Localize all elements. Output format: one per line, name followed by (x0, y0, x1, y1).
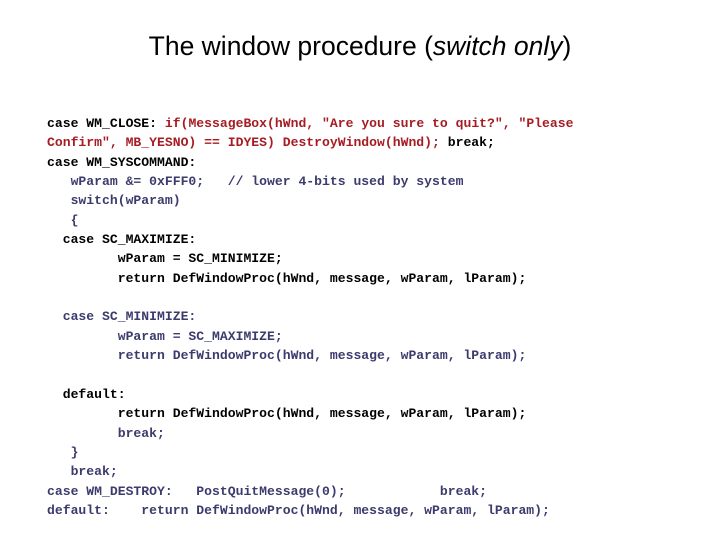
code-line: switch(wParam) (47, 191, 711, 210)
code-span: default: (47, 386, 126, 402)
code-span: { (47, 212, 79, 228)
code-line: return DefWindowProc(hWnd, message, wPar… (47, 404, 711, 423)
code-line: case WM_CLOSE: if(MessageBox(hWnd, "Are … (47, 114, 711, 133)
code-span: default: return DefWindowProc(hWnd, mess… (47, 502, 550, 518)
code-line: case WM_DESTROY: PostQuitMessage(0); bre… (47, 482, 711, 501)
code-line: default: (47, 385, 711, 404)
page-title: The window procedure (switch only) (0, 31, 720, 62)
code-span: case WM_CLOSE: (47, 116, 165, 131)
code-span: case SC_MINIMIZE: (47, 309, 197, 325)
code-span: break; (47, 464, 118, 480)
code-span: return DefWindowProc(hWnd, message, wPar… (47, 348, 527, 364)
code-span: case WM_DESTROY: PostQuitMessage(0); bre… (47, 483, 488, 499)
code-span: wParam = SC_MAXIMIZE; (47, 328, 283, 344)
code-span: case WM_SYSCOMMAND: (47, 154, 197, 170)
code-span: Confirm", MB_YESNO) == IDYES) DestroyWin… (47, 135, 448, 151)
code-line: } (47, 443, 711, 462)
page-title-suffix: ) (562, 31, 572, 61)
code-span: switch(wParam) (47, 193, 181, 209)
code-line: Confirm", MB_YESNO) == IDYES) DestroyWin… (47, 133, 711, 152)
code-line (47, 288, 711, 307)
code-line: wParam = SC_MAXIMIZE; (47, 327, 711, 346)
code-span: wParam &= 0xFFF0; // lower 4-bits used b… (47, 174, 464, 190)
page-title-italic: switch only (432, 31, 563, 61)
page-title-prefix: The window procedure ( (148, 31, 433, 61)
code-span: break; (47, 425, 165, 441)
code-line: { (47, 211, 711, 230)
code-line: return DefWindowProc(hWnd, message, wPar… (47, 346, 711, 365)
code-line (47, 365, 711, 384)
code-span: case SC_MAXIMIZE: (47, 232, 197, 248)
code-line: wParam = SC_MINIMIZE; (47, 249, 711, 268)
code-block: case WM_CLOSE: if(MessageBox(hWnd, "Are … (47, 114, 711, 520)
code-line: break; (47, 462, 711, 481)
code-span: break; (447, 135, 495, 151)
code-span: return DefWindowProc(hWnd, message, wPar… (47, 270, 527, 286)
code-line: wParam &= 0xFFF0; // lower 4-bits used b… (47, 172, 711, 191)
code-line: default: return DefWindowProc(hWnd, mess… (47, 501, 711, 520)
code-line: case SC_MINIMIZE: (47, 307, 711, 326)
code-line: break; (47, 424, 711, 443)
code-span: } (47, 444, 79, 460)
code-span: return DefWindowProc(hWnd, message, wPar… (47, 406, 527, 422)
code-line: case WM_SYSCOMMAND: (47, 153, 711, 172)
code-line: return DefWindowProc(hWnd, message, wPar… (47, 269, 711, 288)
code-span: if(MessageBox(hWnd, "Are you sure to qui… (164, 116, 574, 131)
code-line: case SC_MAXIMIZE: (47, 230, 711, 249)
code-span: wParam = SC_MINIMIZE; (47, 251, 283, 267)
